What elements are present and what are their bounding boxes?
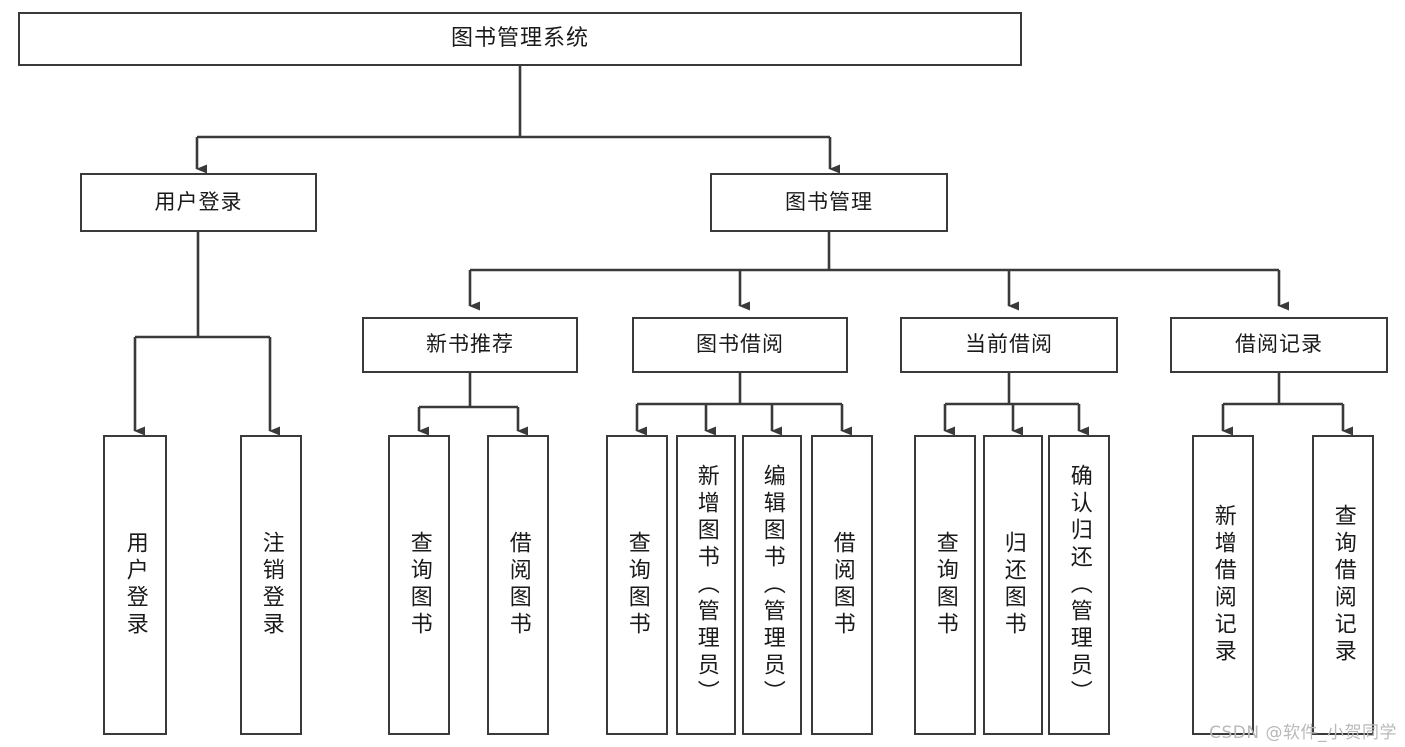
node-current-borrow-label: 当前借阅 (965, 332, 1053, 357)
node-borrow-record[interactable]: 借阅记录 (1170, 317, 1388, 373)
node-leaf-query-book-3-label: 查询图书 (932, 531, 958, 639)
node-current-borrow[interactable]: 当前借阅 (900, 317, 1118, 373)
node-user-login[interactable]: 用户登录 (80, 173, 317, 232)
node-leaf-borrow-book-2-label: 借阅图书 (829, 531, 855, 639)
node-book-manage-label: 图书管理 (785, 189, 873, 214)
node-book-borrow-label: 图书借阅 (696, 332, 784, 357)
node-leaf-query-book-2[interactable]: 查询图书 (606, 435, 668, 735)
node-leaf-return-book-label: 归还图书 (1000, 531, 1026, 639)
node-leaf-borrow-book-1[interactable]: 借阅图书 (487, 435, 549, 735)
node-leaf-add-record[interactable]: 新增借阅记录 (1192, 435, 1254, 735)
node-leaf-confirm-return[interactable]: 确认归还（管理员） (1048, 435, 1110, 735)
node-leaf-query-book-1[interactable]: 查询图书 (388, 435, 450, 735)
node-root-label: 图书管理系统 (450, 25, 589, 51)
node-leaf-borrow-book-1-label: 借阅图书 (505, 531, 531, 639)
node-root[interactable]: 图书管理系统 (18, 12, 1022, 66)
node-leaf-borrow-book-2[interactable]: 借阅图书 (811, 435, 873, 735)
node-borrow-record-label: 借阅记录 (1235, 332, 1323, 357)
node-leaf-query-book-1-label: 查询图书 (406, 531, 432, 639)
csdn-watermark: CSDN @软件_小贺同学 (1209, 723, 1397, 743)
node-leaf-edit-book-label: 编辑图书（管理员） (759, 463, 785, 707)
node-leaf-confirm-return-label: 确认归还（管理员） (1066, 463, 1092, 707)
node-leaf-logout[interactable]: 注销登录 (240, 435, 302, 735)
node-new-book-rec[interactable]: 新书推荐 (362, 317, 578, 373)
node-leaf-query-record-label: 查询借阅记录 (1330, 504, 1356, 666)
node-user-login-label: 用户登录 (154, 189, 243, 214)
node-leaf-logout-label: 注销登录 (258, 531, 284, 639)
node-leaf-query-book-3[interactable]: 查询图书 (914, 435, 976, 735)
node-leaf-add-record-label: 新增借阅记录 (1210, 504, 1236, 666)
node-new-book-rec-label: 新书推荐 (426, 332, 514, 357)
node-leaf-add-book[interactable]: 新增图书（管理员） (676, 435, 736, 735)
node-leaf-query-book-2-label: 查询图书 (624, 531, 650, 639)
node-leaf-user-login[interactable]: 用户登录 (103, 435, 167, 735)
node-book-borrow[interactable]: 图书借阅 (632, 317, 848, 373)
node-leaf-query-record[interactable]: 查询借阅记录 (1312, 435, 1374, 735)
node-book-manage[interactable]: 图书管理 (710, 173, 948, 232)
node-leaf-edit-book[interactable]: 编辑图书（管理员） (742, 435, 802, 735)
node-leaf-add-book-label: 新增图书（管理员） (693, 463, 719, 707)
node-leaf-user-login-label: 用户登录 (122, 531, 148, 639)
node-leaf-return-book[interactable]: 归还图书 (983, 435, 1043, 735)
